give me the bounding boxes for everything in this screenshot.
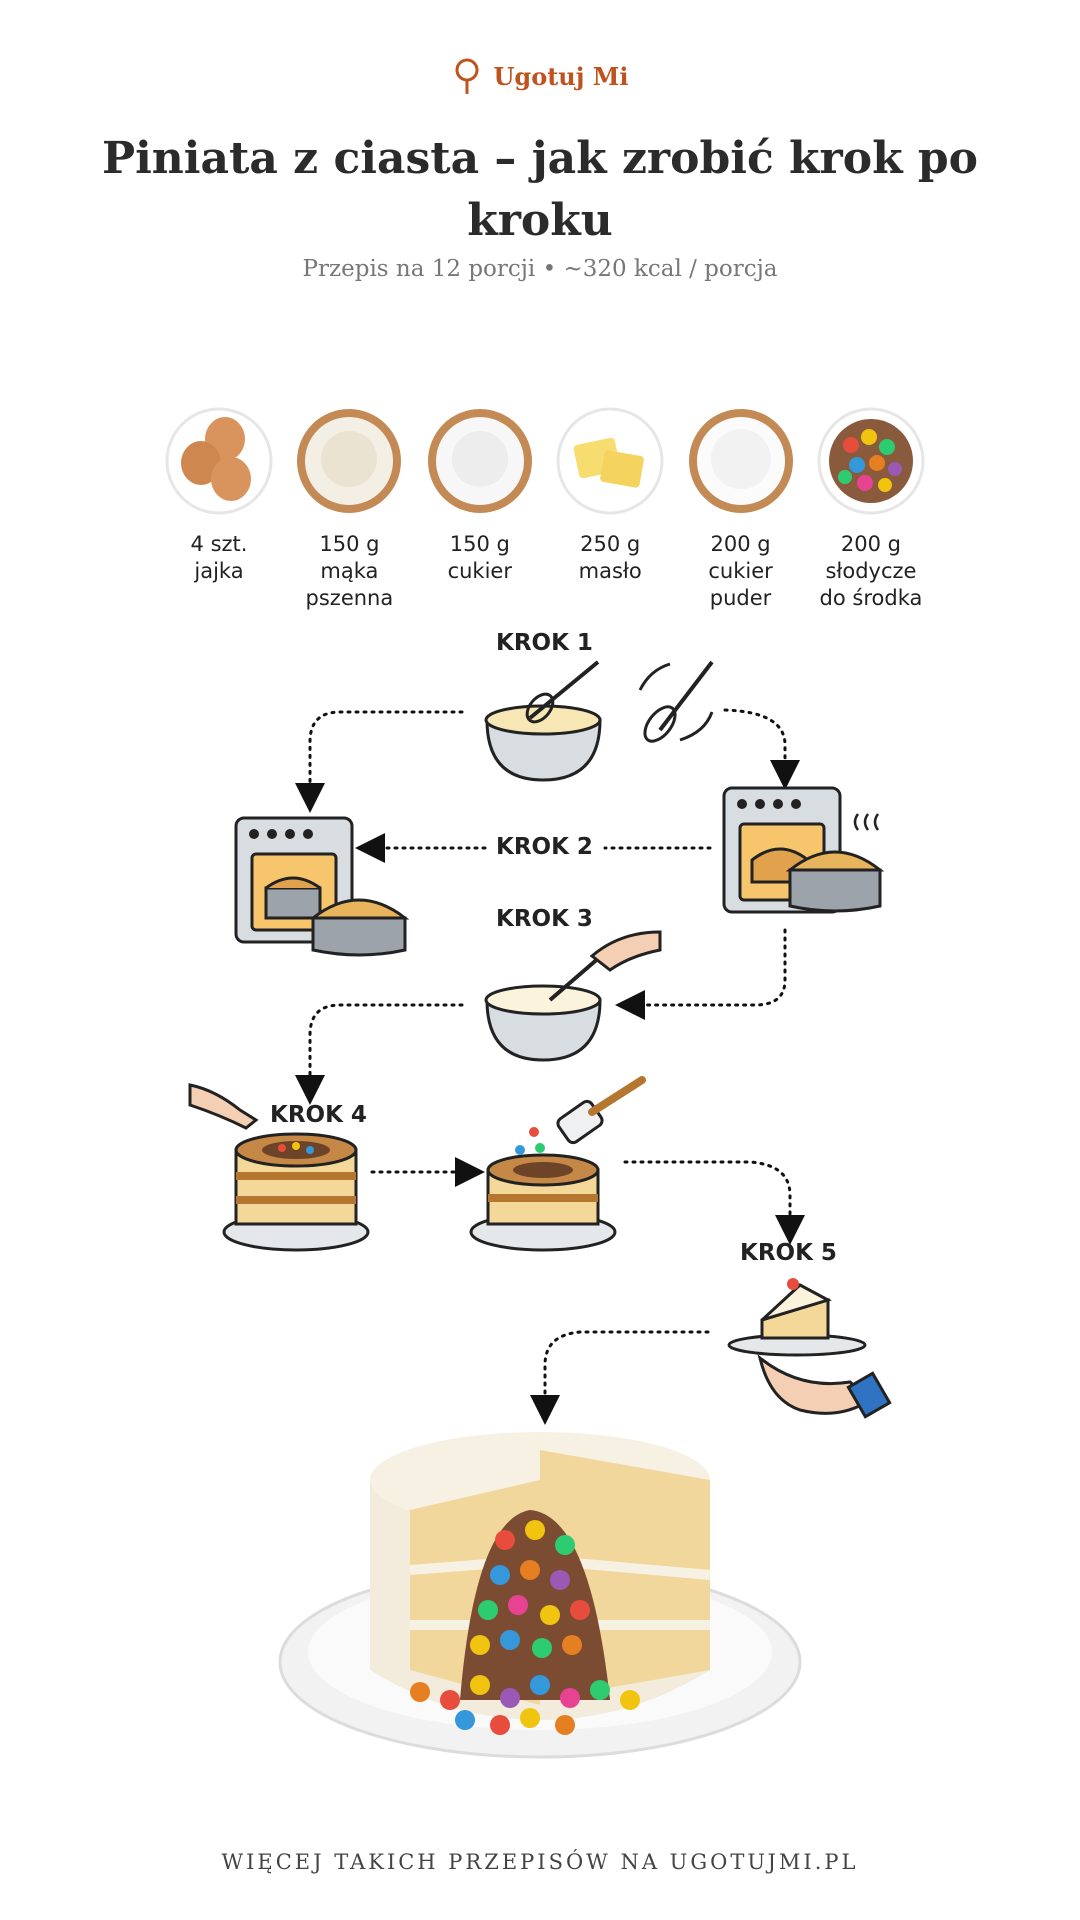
spoon-icon [455,58,478,94]
page-title: Piniata z ciasta – jak zrobić krok po kr… [101,133,978,246]
ingredient-name: mąka pszenna [305,559,394,610]
eggs-icon [165,407,273,515]
ingredient-item: 150 g mąka pszenna [290,405,408,612]
step-3-label: KROK 3 [496,906,593,932]
flour-icon [297,409,402,513]
cake-filling-icon [188,1083,370,1252]
whisk-icon [638,660,714,743]
ingredient-item: 250 g masło [551,405,669,612]
oven-icon-left [234,816,410,957]
ingredient-name: słodycze do środka [819,559,923,610]
step-5-label: KROK 5 [740,1240,837,1266]
ingredient-name: cukier [447,559,512,583]
ingredient-amount: 200 g [710,532,771,556]
cake-decorating-icon [469,1076,646,1252]
brand-name: Ugotuj Mi [493,61,629,91]
candies-icon [817,407,925,515]
oven-icon-right [722,786,885,914]
powdered-sugar-icon [688,409,793,513]
ingredient-item: 200 g cukier puder [682,405,800,612]
cream-bowl-icon [484,930,662,1062]
pinata-cake-image [278,1432,802,1759]
step-2-label: KROK 2 [496,834,593,860]
brand-logo[interactable]: Ugotuj Mi [0,58,1080,94]
recipe-summary: Przepis na 12 porcji • ~320 kcal / porcj… [302,256,778,282]
ingredient-amount: 4 szt. [190,532,248,556]
steps-illustration [188,660,892,1425]
ingredient-name: jajka [194,559,244,583]
serving-cake-icon [727,1278,892,1419]
ingredient-amount: 200 g [840,532,901,556]
ingredient-item: 4 szt. jajka [160,405,278,612]
step-4-label: KROK 4 [270,1102,367,1128]
butter-icon [556,407,664,515]
ingredient-amount: 150 g [319,532,380,556]
ingredient-item: 150 g cukier [421,405,539,612]
mixing-bowl-icon [484,660,602,782]
ingredient-amount: 250 g [580,532,641,556]
ingredients-row: 4 szt. jajka 150 g mąka pszenna 150 g cu… [160,405,930,612]
ingredient-name: masło [578,559,642,583]
ingredient-name: cukier puder [708,559,773,610]
steps-diagram: KROK 1 KROK 2 KROK 3 KROK 4 KROK 5 [0,620,1080,1450]
footer-link[interactable]: WIĘCEJ TAKICH PRZEPISÓW NA UGOTUJMI.PL [221,1850,859,1874]
ingredient-item: 200 g słodycze do środka [812,405,930,612]
sugar-icon [427,409,532,513]
step-1-label: KROK 1 [496,630,593,656]
ingredient-amount: 150 g [449,532,510,556]
